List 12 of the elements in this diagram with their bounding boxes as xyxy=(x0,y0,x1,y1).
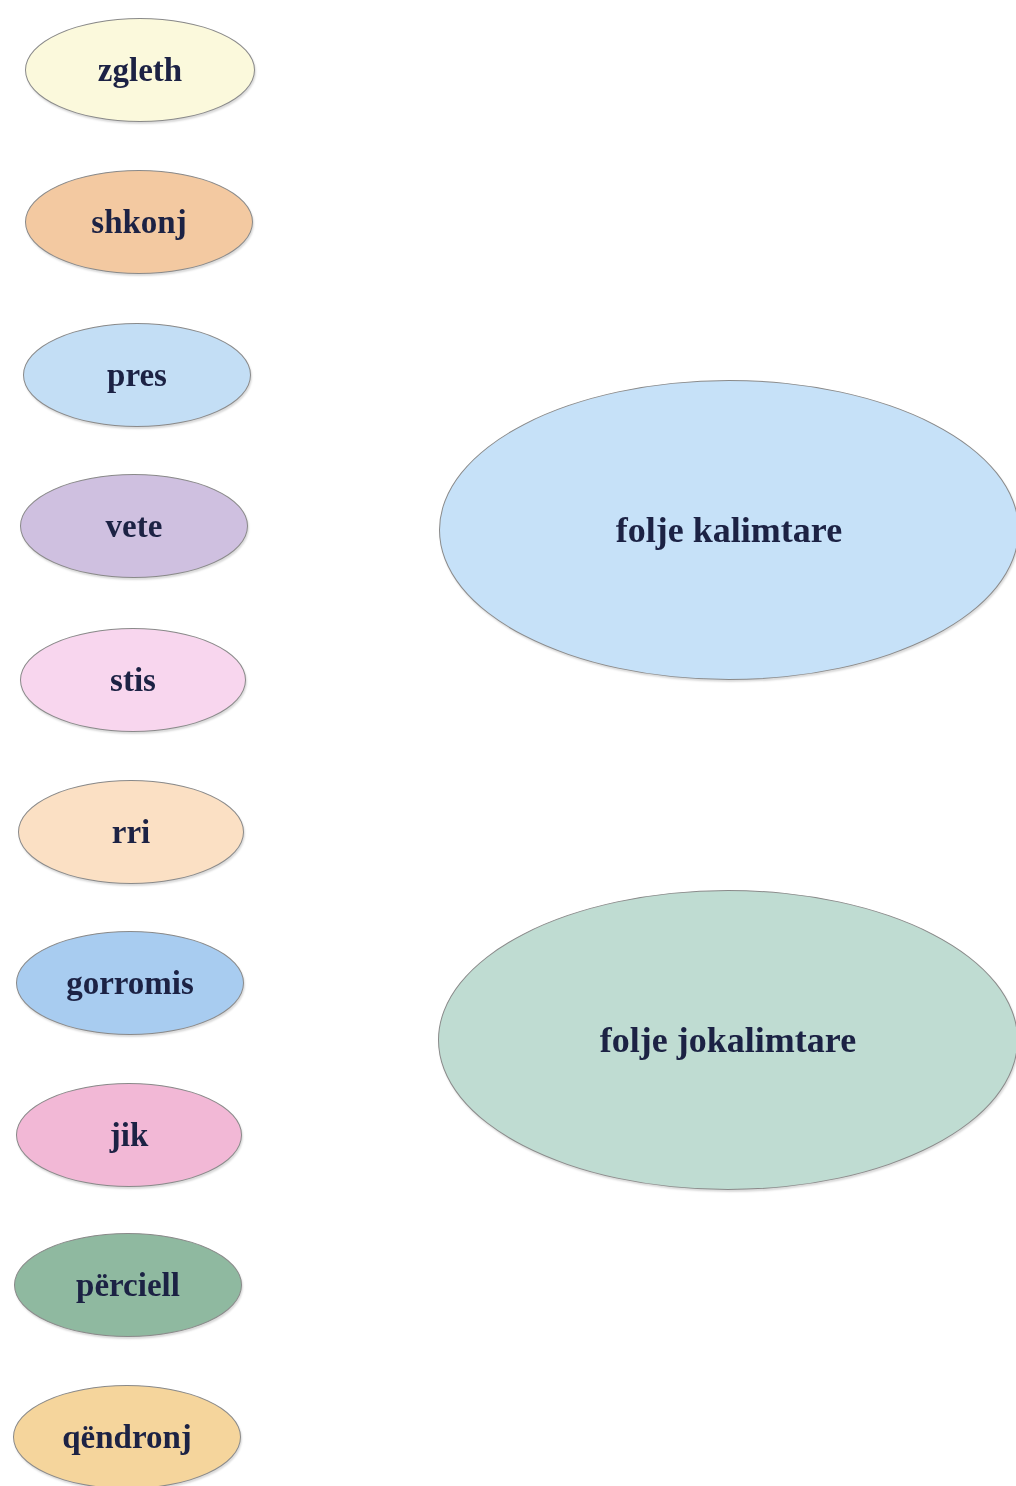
node-label: pres xyxy=(107,356,167,394)
node-label: folje jokalimtare xyxy=(599,1019,857,1061)
node-label: qëndronj xyxy=(62,1418,192,1456)
node-label: rri xyxy=(111,813,151,851)
node-label: shkonj xyxy=(91,203,187,241)
node-label: vete xyxy=(105,507,163,545)
node-label: folje kalimtare xyxy=(615,509,843,551)
node-label: gorromis xyxy=(66,964,194,1002)
node-label: jik xyxy=(109,1116,149,1154)
node-label: përciell xyxy=(76,1266,180,1304)
node-label: stis xyxy=(110,661,156,699)
node-label: zgleth xyxy=(97,51,183,89)
